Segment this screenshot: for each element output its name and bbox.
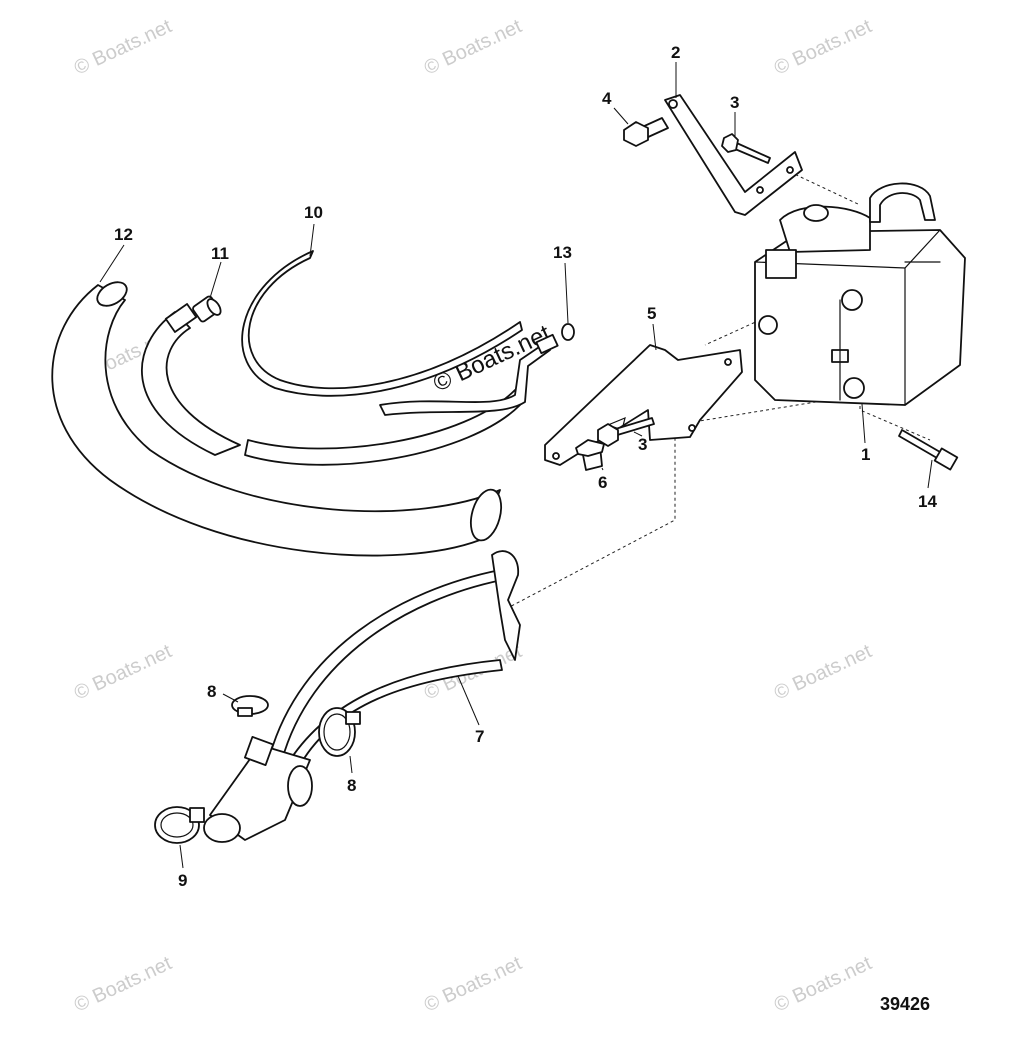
watermark: © Boats.net (771, 15, 876, 79)
bracket-2 (664, 94, 803, 216)
callout-12: 12 (114, 225, 133, 244)
hose-assembly-7 (203, 550, 521, 843)
callout-8-large: 8 (347, 776, 356, 795)
fuel-line (379, 323, 575, 416)
bolt-3-top (721, 133, 771, 164)
watermark: © Boats.net (421, 952, 526, 1016)
callout-14: 14 (918, 492, 937, 511)
clamp-9 (154, 806, 205, 844)
screw-14 (898, 429, 959, 471)
fuel-unit-1 (754, 182, 966, 406)
callout-1: 1 (861, 445, 870, 464)
bolt-6 (575, 439, 605, 471)
clamp-8-large (318, 707, 361, 757)
watermark: © Boats.net (71, 640, 176, 704)
watermark: © Boats.net (421, 15, 526, 79)
callout-4: 4 (602, 89, 612, 108)
callout-2: 2 (671, 43, 680, 62)
watermark: © Boats.net (71, 15, 176, 79)
callout-5: 5 (647, 304, 656, 323)
callout-7: 7 (475, 727, 484, 746)
hose-12 (51, 281, 503, 557)
callout-9: 9 (178, 871, 187, 890)
watermark: © Boats.net (771, 952, 876, 1016)
callout-3-middle: 3 (638, 435, 647, 454)
callout-13: 13 (553, 243, 572, 262)
callout-3-top: 3 (730, 93, 739, 112)
callout-6: 6 (598, 473, 607, 492)
clamp-8-small (231, 695, 269, 717)
watermark: © Boats.net (771, 640, 876, 704)
callout-8-small: 8 (207, 682, 216, 701)
o-ring-13 (561, 323, 575, 341)
callout-11: 11 (211, 244, 229, 263)
bracket-5 (544, 344, 743, 466)
tube-10 (241, 250, 523, 397)
callouts: 2 4 3 10 12 11 13 5 3 1 6 14 8 7 8 9 (114, 43, 937, 890)
bolt-3-middle (597, 417, 655, 447)
callout-10: 10 (304, 203, 323, 222)
bolt-4 (623, 117, 669, 147)
figure-number: 39426 (880, 994, 930, 1014)
watermark: © Boats.net (71, 952, 176, 1016)
leader-lines (99, 62, 933, 869)
